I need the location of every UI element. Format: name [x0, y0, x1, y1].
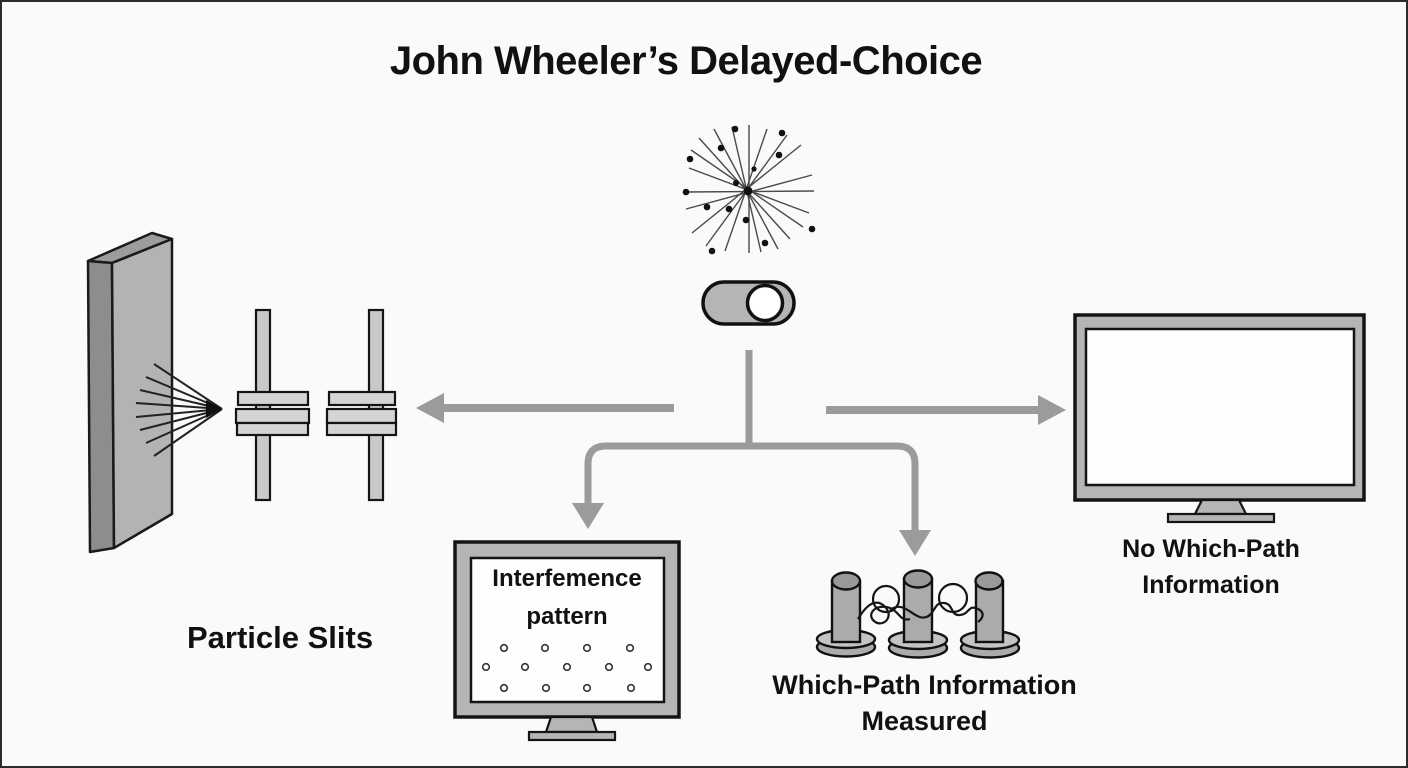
slit-slat	[235, 421, 310, 437]
monitor-stand-neck	[544, 715, 599, 734]
which-path-detectors	[815, 569, 1021, 659]
interference-dots	[481, 643, 653, 693]
slit-slat	[327, 390, 397, 407]
which-path-measured-label-line2: Measured	[861, 706, 988, 736]
no-which-path-label-line2: Information	[1142, 571, 1280, 599]
double-slit-left	[234, 308, 311, 502]
interference-pattern-label-line2: pattern	[526, 603, 608, 630]
slit-slat	[325, 407, 398, 425]
particle-wall	[86, 231, 174, 554]
particle-burst-starburst-icon	[682, 125, 816, 255]
monitor-stand-base	[527, 730, 617, 742]
interference-pattern-label: Interfemence pattern	[464, 560, 670, 636]
slit-slat	[234, 407, 311, 425]
detector-wires	[857, 582, 984, 625]
arrow-down-left-head	[572, 503, 604, 529]
monitor-stand-neck	[1193, 498, 1248, 516]
choice-arrows	[416, 350, 1066, 556]
diagram-title: John Wheeler’s Delayed-Choice	[389, 39, 983, 83]
toggle-knob[interactable]	[745, 283, 785, 323]
which-path-measured-label-line1: Which-Path Information	[772, 670, 1077, 700]
ray-focus-point	[206, 400, 222, 418]
monitor-screen	[1084, 327, 1356, 487]
blank-monitor	[1073, 313, 1366, 524]
starburst-dots	[682, 125, 816, 255]
double-slit-right	[325, 308, 398, 502]
monitor-screen	[469, 556, 666, 704]
which-path-measured-label: Which-Path Information Measured	[747, 667, 1102, 739]
wall-side-face	[86, 259, 116, 554]
arrow-right	[826, 395, 1066, 425]
wall-front-face	[110, 237, 174, 550]
slit-slat	[236, 390, 310, 407]
interference-monitor	[453, 540, 681, 742]
particle-rays	[135, 363, 223, 457]
arrow-down-right-head	[899, 530, 931, 556]
particle-slits-label: Particle Slits	[187, 620, 374, 655]
arrow-left	[416, 393, 674, 423]
interference-pattern-label-line1: Interfemence	[492, 565, 642, 592]
slit-slat	[325, 421, 398, 437]
no-which-path-label: No Which-Path Information	[1097, 531, 1325, 603]
branch-down-arrows	[572, 442, 931, 556]
toggle-switch-icon[interactable]	[701, 280, 796, 326]
no-which-path-label-line1: No Which-Path	[1122, 535, 1300, 563]
monitor-stand-base	[1166, 512, 1276, 524]
detector-cylinders	[830, 569, 1005, 644]
